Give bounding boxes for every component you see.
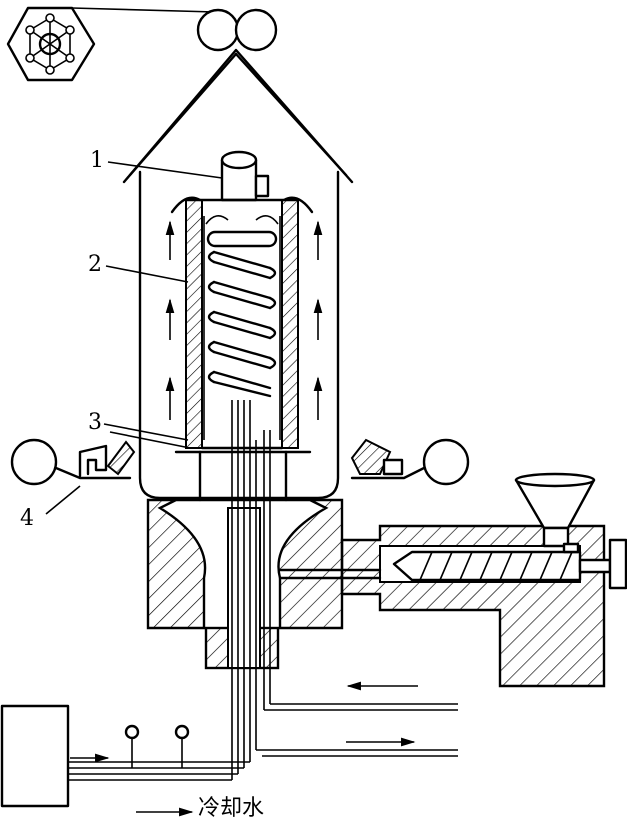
extruder <box>278 524 627 688</box>
air-ring-left <box>10 438 136 486</box>
film-bubble <box>138 170 340 500</box>
control-box <box>0 704 70 808</box>
cooling-coil <box>206 230 278 398</box>
sensor-probe-2 <box>174 724 190 740</box>
label-1: 1 <box>90 148 104 173</box>
hopper <box>514 472 596 554</box>
label-2: 2 <box>88 252 102 277</box>
cooling-water-pipes <box>68 400 458 781</box>
nip-roller-right <box>234 8 278 52</box>
mandrel-shaft <box>220 150 270 202</box>
legend-cooling-water: 冷却水 <box>198 796 265 821</box>
winder-hexagon-icon <box>6 6 96 82</box>
cooling-mandrel <box>170 196 314 450</box>
air-flow-arrows <box>165 220 323 420</box>
label-4: 4 <box>20 506 34 531</box>
label-leaders <box>45 161 223 515</box>
sensor-probe-1 <box>124 724 140 740</box>
film-to-winder-line <box>71 7 216 13</box>
extrusion-die <box>146 498 344 670</box>
nip-roller-left <box>196 8 240 52</box>
collapsing-frame <box>122 48 354 184</box>
label-3: 3 <box>88 410 102 435</box>
die-bottom-plate <box>174 450 312 502</box>
air-ring-right <box>350 438 470 486</box>
